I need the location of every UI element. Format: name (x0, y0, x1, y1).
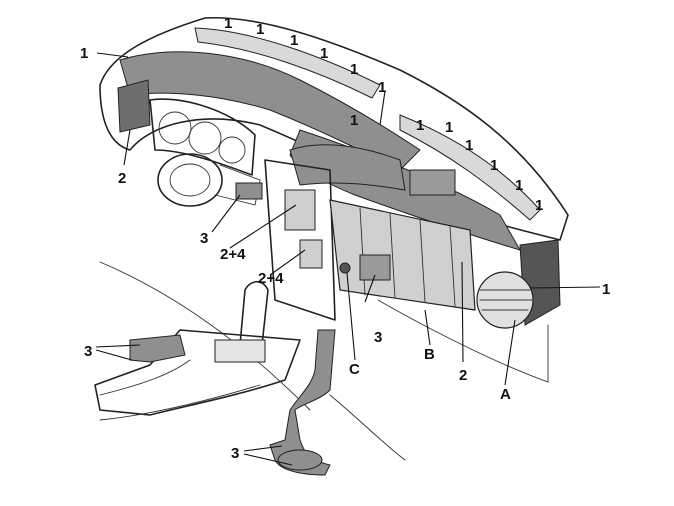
left-side-vent (117, 79, 151, 133)
gauge-1 (158, 111, 192, 145)
body-line-bottom (377, 299, 549, 383)
console-armrest (99, 359, 191, 396)
callout-1-b: 1 (256, 21, 264, 38)
console-rear-duct (129, 334, 186, 363)
hvac-top-box (409, 169, 456, 196)
instrument-cluster (149, 98, 256, 176)
callout-1-c: 1 (290, 32, 298, 49)
steering-column (157, 153, 223, 207)
gear-selector-plate (214, 339, 266, 363)
callout-3-floor: 3 (231, 445, 239, 462)
floor-line-right (329, 394, 406, 461)
callout-2-bottom: 2 (459, 367, 467, 384)
callout-1-f: 1 (378, 79, 386, 96)
callout-1-m: 1 (350, 112, 358, 129)
floor-line-left (99, 261, 311, 411)
left-vent-duct-3 (235, 182, 263, 200)
callout-2-left: 2 (118, 170, 126, 187)
central-duct (289, 144, 406, 191)
sensor-c (339, 262, 351, 274)
callout-1-k: 1 (515, 177, 523, 194)
top-vent-left (194, 27, 381, 99)
callout-labels: 1 1 1 1 1 1 1 1 1 1 1 1 1 1 1 2 2 3 3 3 … (80, 15, 610, 462)
gauge-2 (188, 121, 222, 155)
callout-1-right: 1 (602, 281, 610, 298)
callout-3-left: 3 (200, 230, 208, 247)
gear-shifter (239, 280, 269, 346)
right-vent-vanes (479, 289, 533, 311)
callout-2plus4-a: 2+4 (220, 246, 246, 263)
center-stack (264, 159, 336, 321)
callout-1-j: 1 (490, 157, 498, 174)
callout-1-l: 1 (535, 197, 543, 214)
floor-duct (269, 329, 336, 476)
center-console (94, 329, 301, 416)
callout-B: B (424, 346, 435, 363)
callout-1-a: 1 (224, 15, 232, 32)
gauge-3 (218, 136, 246, 164)
steering-column-inner (169, 163, 211, 197)
top-vent-right (399, 114, 541, 221)
center-vent-lower (299, 239, 323, 269)
callout-1-i: 1 (465, 137, 473, 154)
callout-A: A (500, 386, 511, 403)
callout-1-h: 1 (445, 119, 453, 136)
callout-1-g: 1 (416, 117, 424, 134)
hvac-unit (329, 199, 476, 311)
callout-1-e: 1 (350, 61, 358, 78)
dashboard-shell (99, 16, 569, 241)
callout-3-console: 3 (84, 343, 92, 360)
callout-1-d: 1 (320, 45, 328, 62)
console-side (99, 384, 261, 421)
top-defroster-duct (119, 51, 421, 171)
leader-lines (95, 52, 601, 466)
floor-duct-outlet (277, 449, 323, 471)
hvac-ribs (359, 207, 456, 307)
callout-3-mid: 3 (374, 329, 382, 346)
center-vent-left (284, 189, 316, 231)
callout-1-top-left: 1 (80, 45, 88, 62)
callout-C: C (349, 361, 360, 378)
callout-2plus4-b: 2+4 (258, 270, 284, 287)
